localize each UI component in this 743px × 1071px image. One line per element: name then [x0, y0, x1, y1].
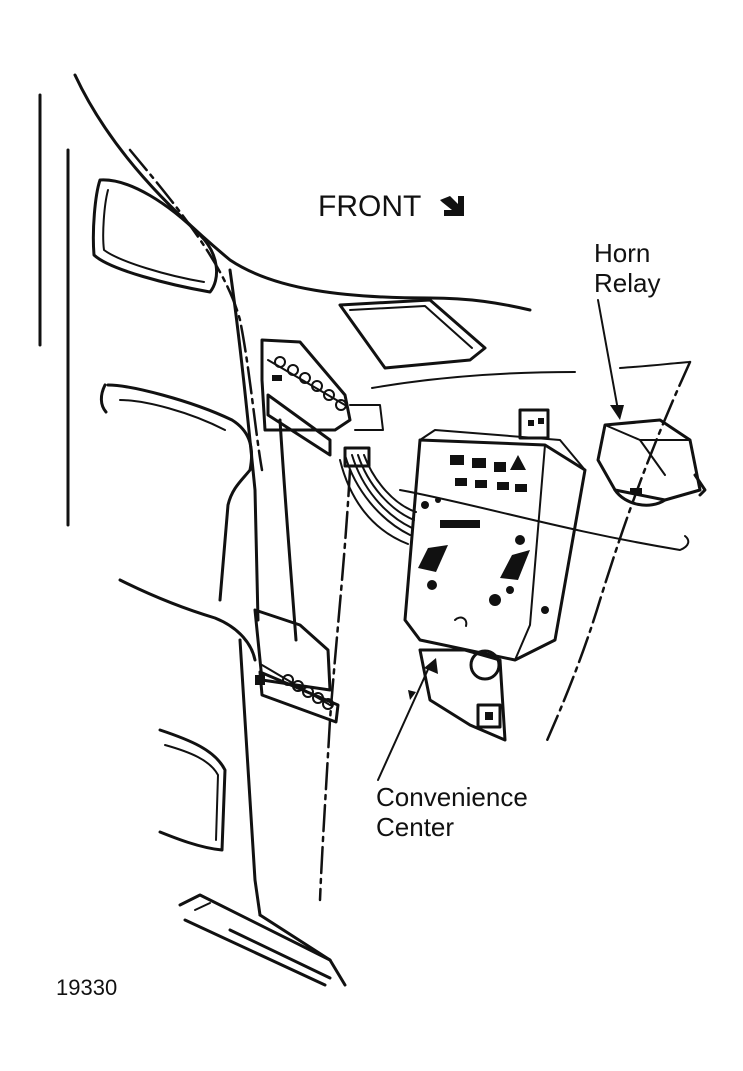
body-panel-drawing	[38, 73, 692, 987]
figure-number: 19330	[56, 975, 117, 1000]
arrow-down-right-icon	[440, 196, 464, 216]
convenience-center-label-line1: Convenience	[376, 782, 528, 812]
convenience-center-leader	[377, 658, 438, 781]
upper-connector-bracket	[260, 338, 384, 457]
lower-connector-bracket	[253, 608, 340, 724]
horn-relay	[596, 418, 707, 507]
front-label: FRONT	[318, 190, 421, 223]
horn-relay-label-line1: Horn	[594, 238, 650, 268]
convenience-center-unit	[403, 408, 587, 742]
horn-relay-leader	[597, 299, 624, 420]
horn-relay-label-line2: Relay	[594, 268, 660, 298]
wire-harness	[339, 446, 417, 545]
convenience-center-label-line2: Center	[376, 812, 454, 842]
